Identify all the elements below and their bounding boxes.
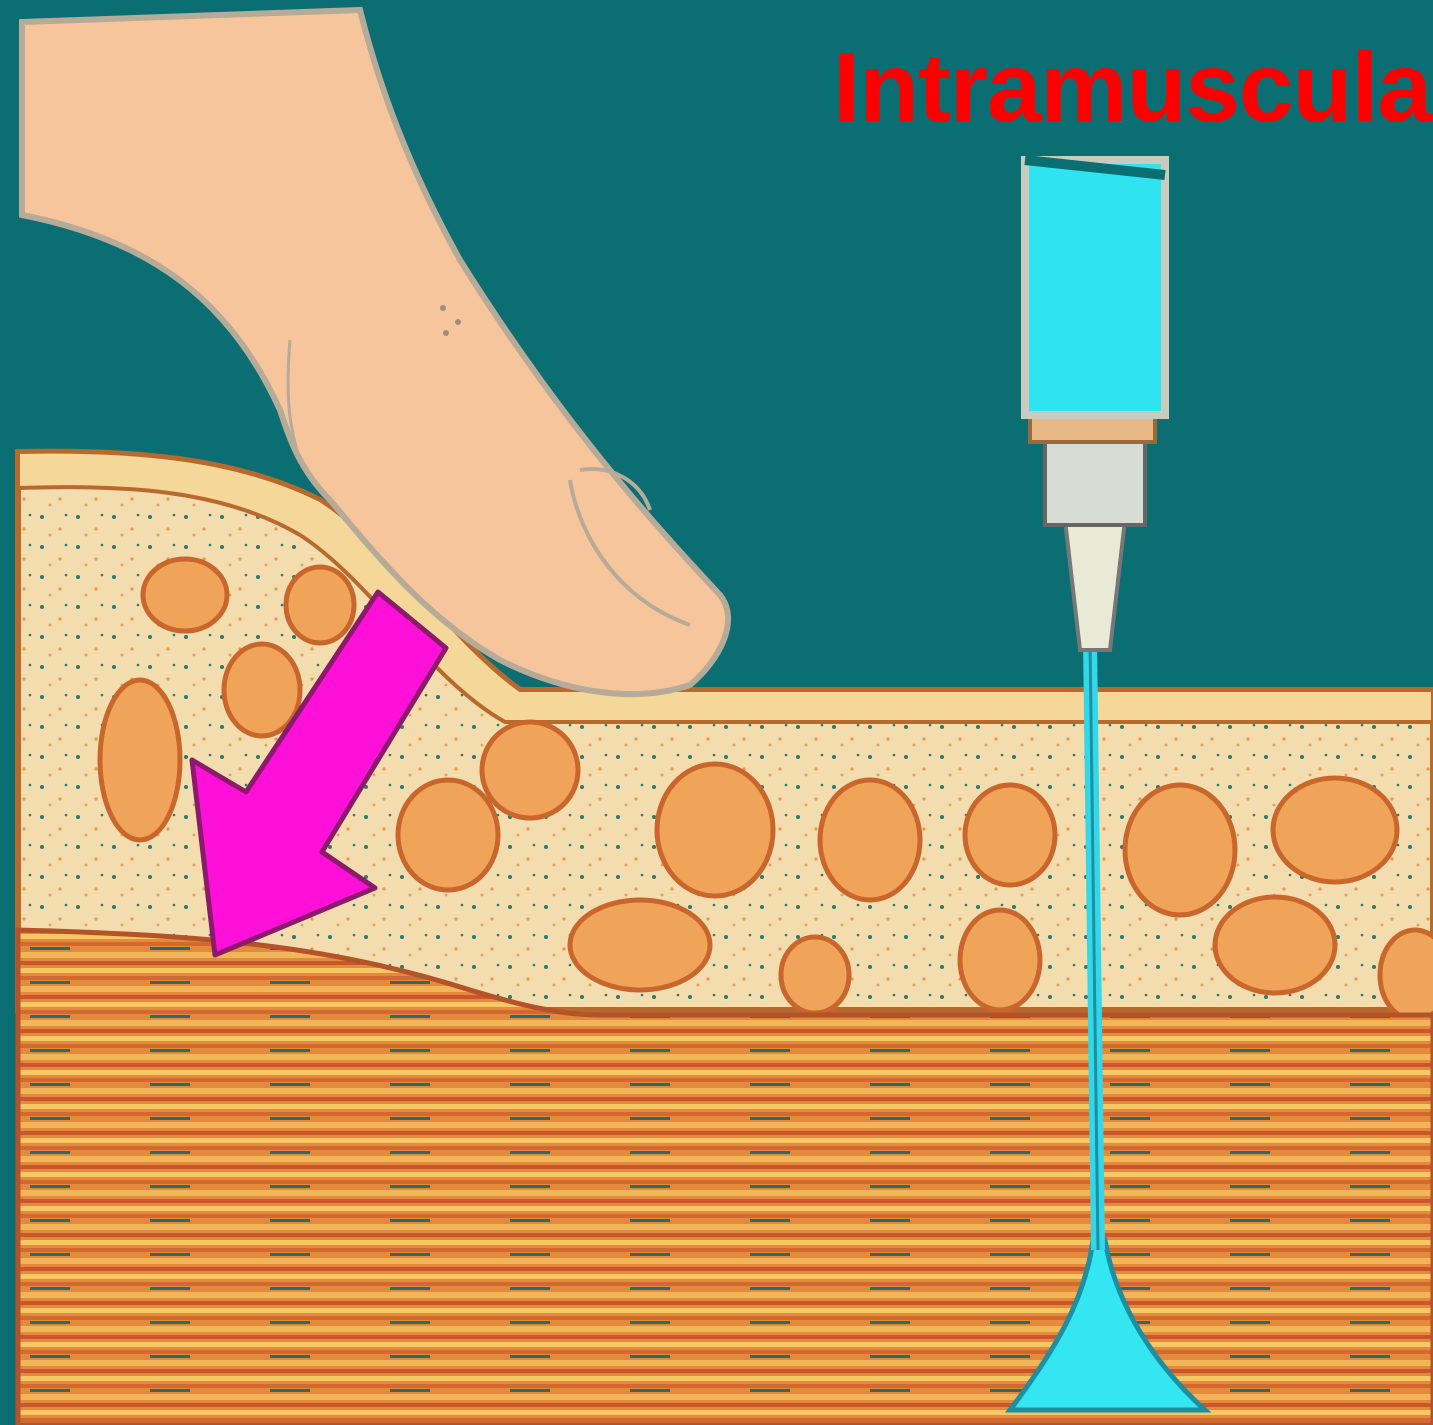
title-label: Intramuscular [833,38,1433,136]
